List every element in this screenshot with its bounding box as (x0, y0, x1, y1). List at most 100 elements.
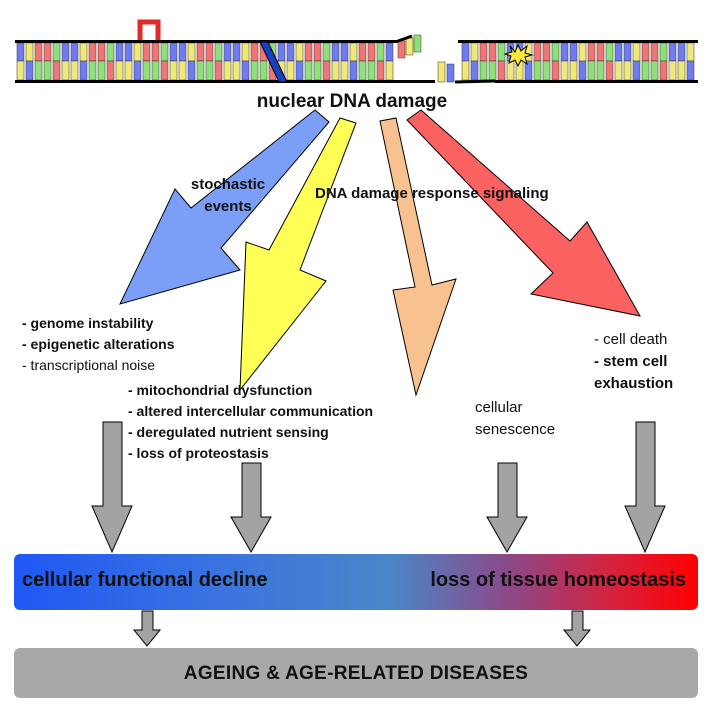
dna-base (124, 60, 133, 81)
dna-base (115, 42, 124, 62)
dna-base (385, 60, 394, 81)
dna-base (16, 60, 25, 81)
dna-base (151, 42, 160, 62)
label-senescence: senescence (475, 421, 556, 438)
arrow-cell-death (406, 109, 641, 317)
dna-base (623, 42, 632, 62)
dna-crosslink-lesion (259, 41, 288, 83)
dna-base (214, 60, 223, 81)
dna-base (632, 60, 641, 81)
dna-base (488, 42, 497, 62)
dna-base (286, 60, 295, 81)
label-stochastic-line1: stochastic (190, 176, 266, 193)
dna-base (331, 60, 340, 81)
dna-base (605, 42, 614, 62)
label-stochastic-line2: events (204, 198, 252, 215)
functional-decline-bar: cellular functional decline loss of tiss… (14, 554, 698, 610)
dna-base (241, 42, 250, 62)
outcomes-mitochondrial: - mitochondrial dysfunction - altered int… (128, 380, 373, 464)
dna-base (542, 60, 551, 81)
dna-base (187, 60, 196, 81)
dna-base (295, 42, 304, 62)
dna-base (277, 42, 286, 62)
dna-base (106, 42, 115, 62)
dna-base (61, 42, 70, 62)
dna-double-helix (15, 19, 698, 84)
dna-base (196, 60, 205, 81)
label-cellular-functional-decline: cellular functional decline (22, 569, 268, 591)
dna-base (169, 42, 178, 62)
dna-base (641, 60, 650, 81)
outcome-col4-item: exhaustion (594, 375, 674, 392)
dna-base (614, 42, 623, 62)
dna-base (286, 42, 295, 62)
dna-base (61, 60, 70, 81)
arrow-small-left (132, 610, 162, 647)
arrow-gray-3 (486, 462, 528, 554)
dna-base (340, 42, 349, 62)
dna-base (178, 60, 187, 81)
dna-base (259, 60, 268, 81)
dna-base (232, 42, 241, 62)
dna-base (479, 60, 488, 81)
dna-base (304, 42, 313, 62)
dna-base (52, 42, 61, 62)
dna-base (196, 42, 205, 62)
dna-base (686, 42, 695, 62)
dna-base (551, 60, 560, 81)
arrow-small-right (562, 610, 592, 647)
dna-base (560, 60, 569, 81)
dna-base (142, 60, 151, 81)
dna-backbone-top-left (15, 40, 398, 43)
dna-base (677, 42, 686, 62)
dna-base (214, 42, 223, 62)
arrow-stochastic-events (119, 109, 330, 305)
ageing-diseases-box: AGEING & AGE-RELATED DISEASES (14, 648, 698, 698)
dna-break-strand-top (397, 34, 413, 43)
dna-base (25, 42, 34, 62)
dna-base (223, 60, 232, 81)
dna-base (497, 60, 506, 81)
dna-base (533, 60, 542, 81)
dna-base (650, 60, 659, 81)
dna-base (461, 42, 470, 62)
dna-base (115, 60, 124, 81)
dna-base (668, 42, 677, 62)
dna-base (79, 42, 88, 62)
dna-base (470, 60, 479, 81)
dna-oxidative-lesion-icon (503, 43, 534, 68)
outcome-col2-item: - mitochondrial dysfunction (128, 382, 313, 398)
dna-base (313, 42, 322, 62)
dna-base (124, 42, 133, 62)
dna-base (385, 42, 394, 62)
dna-base (160, 42, 169, 62)
label-ageing-diseases: AGEING & AGE-RELATED DISEASES (183, 663, 529, 684)
outcomes-senescence: cellular senescence (475, 397, 555, 441)
dna-base (551, 42, 560, 62)
dna-base (668, 60, 677, 81)
dna-base (34, 42, 43, 62)
dna-base (250, 60, 259, 81)
dna-base (133, 60, 142, 81)
dna-base (446, 63, 455, 83)
dna-base (133, 42, 142, 62)
dna-base (169, 60, 178, 81)
dna-base (659, 60, 668, 81)
dna-base (614, 60, 623, 81)
dna-base (322, 42, 331, 62)
dna-base (367, 60, 376, 81)
dna-base (461, 60, 470, 81)
dna-break-strand-bottom (454, 79, 496, 84)
dna-base (497, 42, 506, 62)
dna-base (241, 60, 250, 81)
dna-base (413, 34, 422, 53)
dna-base (533, 42, 542, 62)
outcome-col2-item: - altered intercellular communication (128, 403, 374, 419)
dna-base (151, 60, 160, 81)
dna-base (686, 60, 695, 81)
dna-base (322, 60, 331, 81)
outcome-col1-item: - transcriptional noise (22, 357, 156, 373)
dna-base (250, 42, 259, 62)
dna-base (405, 37, 414, 56)
dna-base (587, 60, 596, 81)
